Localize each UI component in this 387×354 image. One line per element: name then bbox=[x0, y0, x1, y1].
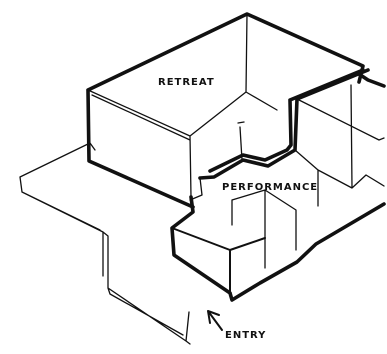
retreat-volume-outline bbox=[88, 14, 363, 207]
retreat-volume-edges bbox=[88, 14, 277, 197]
performance-label: PERFORMANCE bbox=[222, 182, 318, 193]
entry-arrow bbox=[208, 311, 222, 330]
ground-plane-outline bbox=[20, 143, 190, 344]
retreat-label: RETREAT bbox=[158, 77, 215, 88]
entry-label: ENTRY bbox=[225, 330, 266, 341]
performance-volume-outline bbox=[172, 197, 384, 300]
